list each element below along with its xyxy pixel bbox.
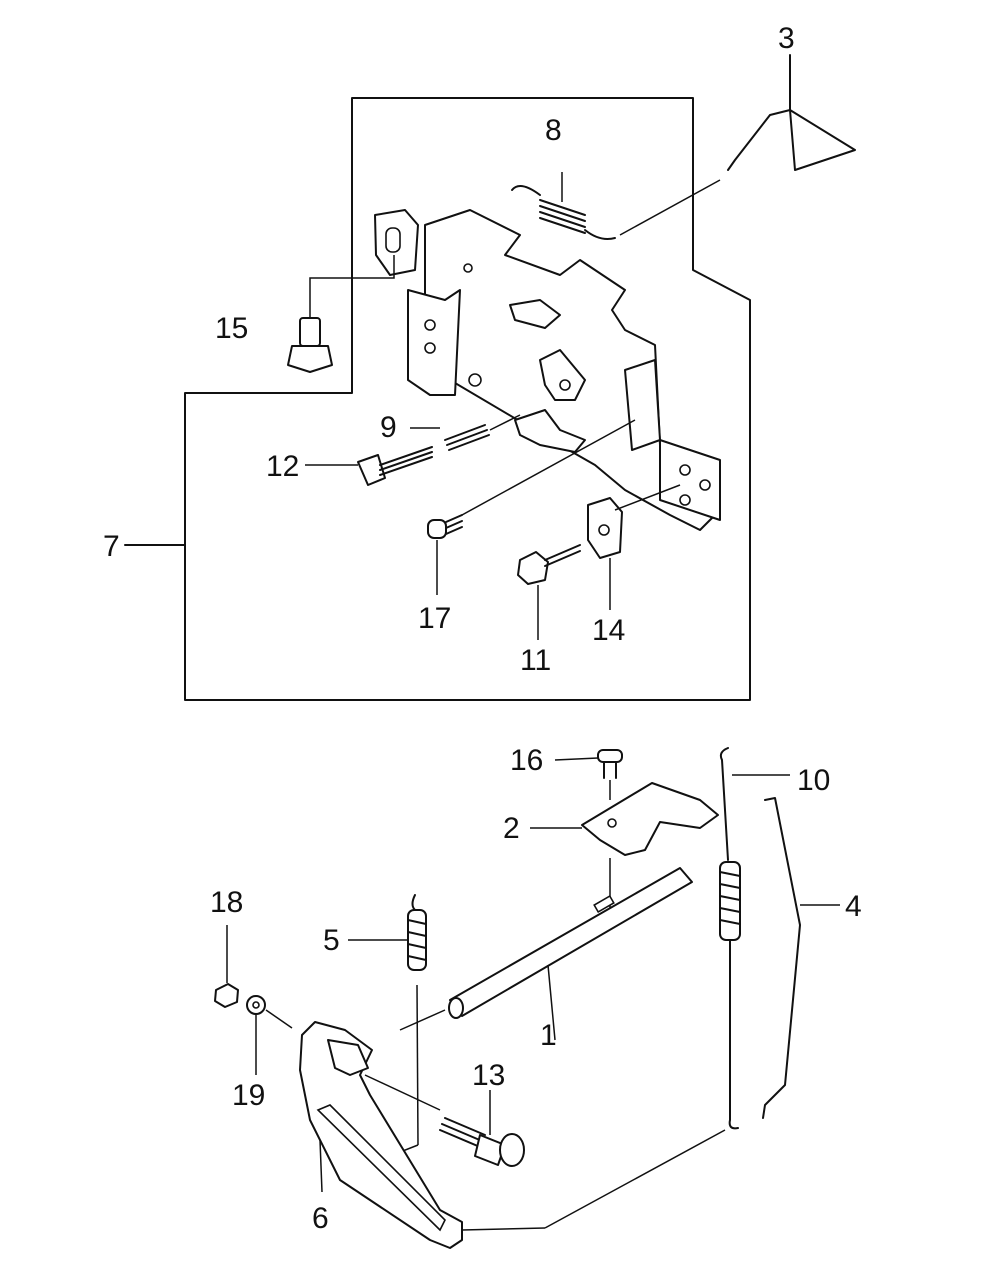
callout-16: 16 [510,744,543,777]
bolt-11 [517,544,581,640]
callout-7: 7 [103,530,120,563]
screw-17 [427,419,636,595]
nut-18 [214,925,239,1008]
pin-13 [364,1074,525,1167]
callout-4: 4 [845,890,862,923]
bolt-15 [287,209,419,373]
callout-13: 13 [472,1059,505,1092]
spring-8 [511,172,721,240]
shaft-1 [399,867,693,1041]
callout-15: 15 [215,312,248,345]
callout-2: 2 [503,812,520,845]
spring-10 [719,747,790,1130]
callout-10: 10 [797,764,830,797]
callout-17: 17 [418,602,451,635]
spring-5 [348,894,427,1161]
washer-19 [246,995,293,1075]
callout-8: 8 [545,114,562,147]
control-plate [407,209,721,531]
assembly-7-boundary [124,97,751,701]
bracket-14 [587,484,681,610]
rod-4 [762,797,840,1119]
callout-19: 19 [232,1079,265,1112]
screw-16 [554,749,623,800]
callout-18: 18 [210,886,243,919]
callout-6: 6 [312,1202,329,1235]
callout-11: 11 [520,644,551,677]
callout-9: 9 [380,411,397,444]
callout-12: 12 [266,450,299,483]
callout-labels: 1 2 3 4 5 6 7 8 9 10 11 12 13 14 15 16 1… [103,22,862,1235]
plate-2 [530,782,719,910]
callout-14: 14 [592,614,625,647]
callout-1: 1 [540,1019,557,1052]
clip-3 [727,54,856,171]
screw-12 [305,446,433,486]
callout-3: 3 [778,22,795,55]
spring-9 [410,414,521,451]
lever-6 [299,1021,726,1249]
callout-5: 5 [323,924,340,957]
